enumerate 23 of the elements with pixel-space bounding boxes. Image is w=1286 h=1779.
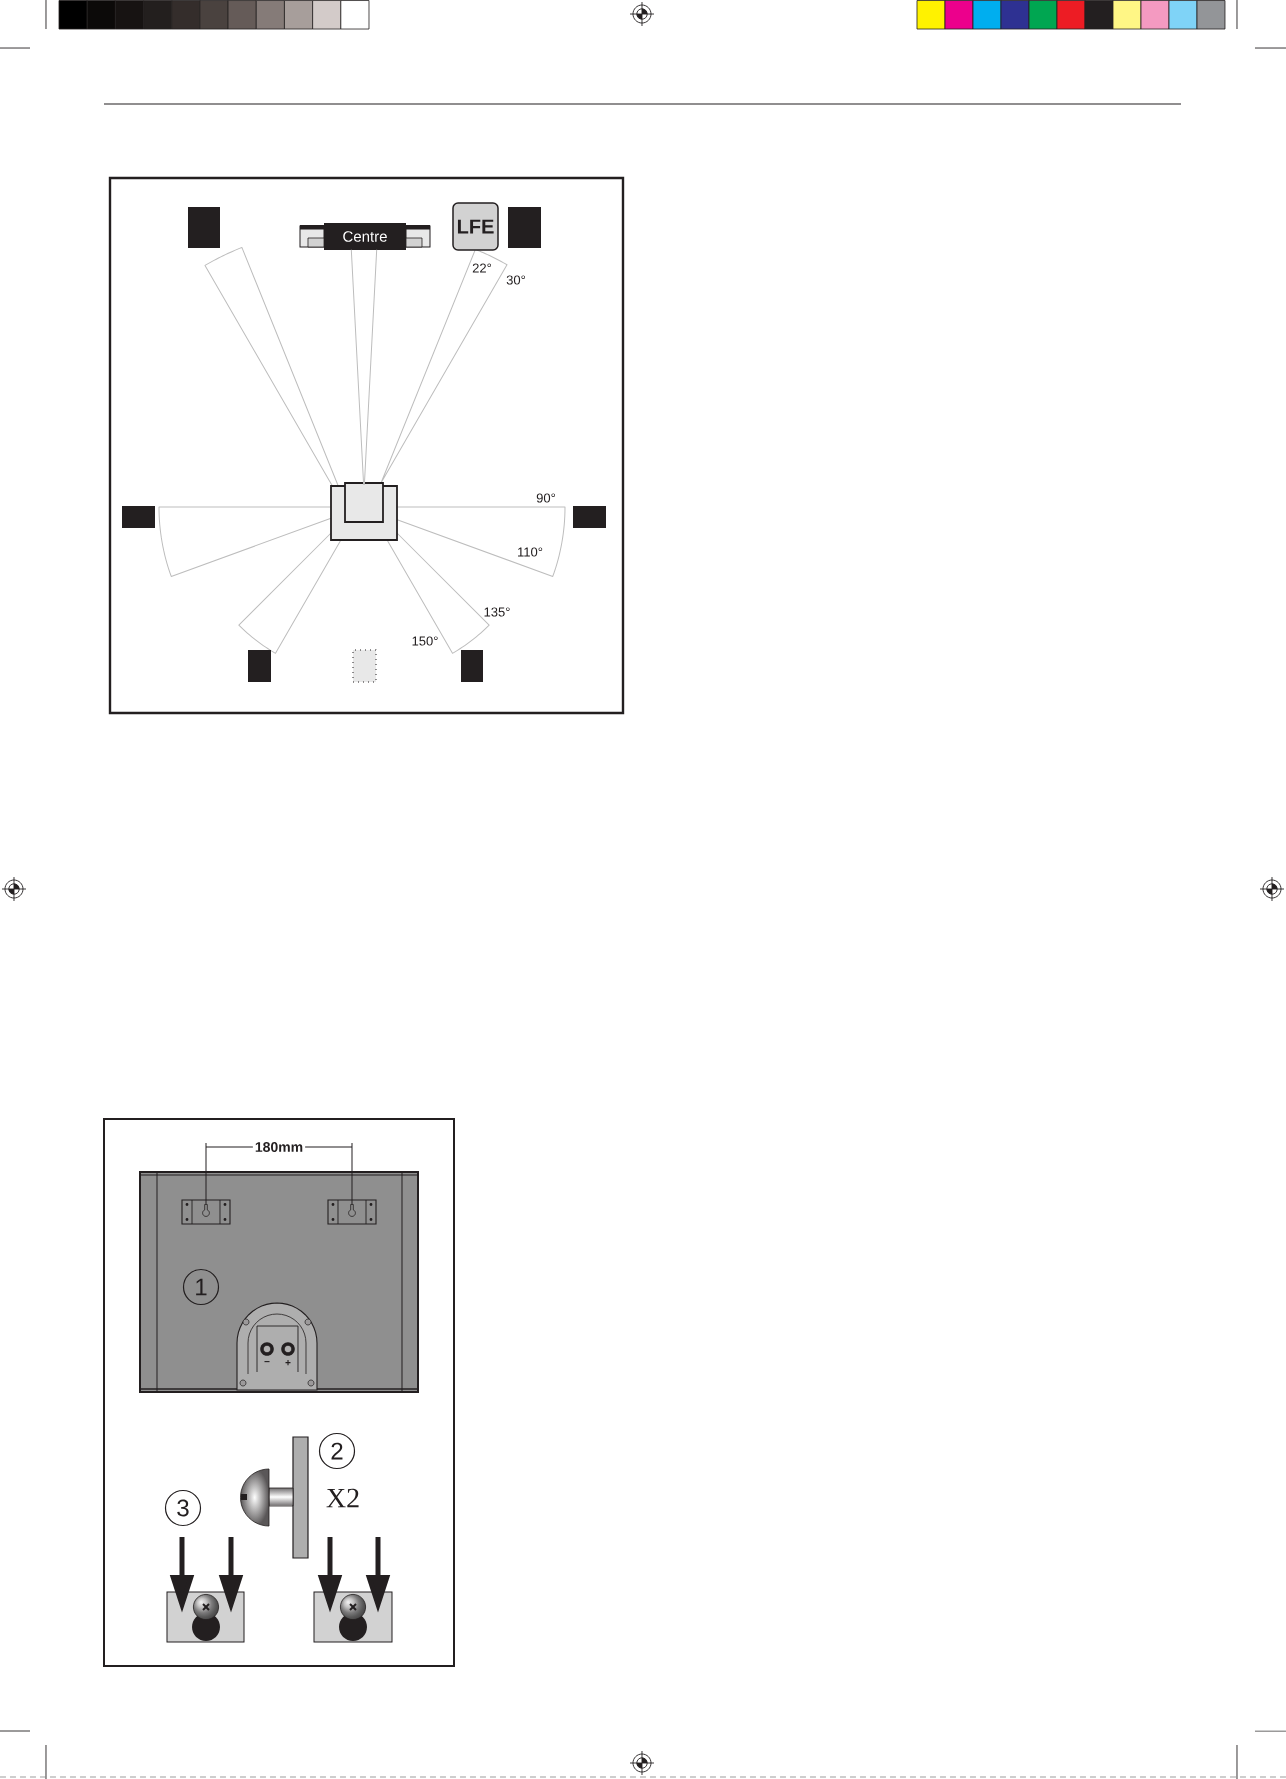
centre-speaker: Centre bbox=[299, 223, 431, 250]
listener-seat bbox=[330, 482, 398, 541]
polarity-sign: + bbox=[285, 1360, 291, 1366]
dotted-speaker-box bbox=[352, 649, 377, 683]
angle-label: 22° bbox=[472, 263, 492, 273]
angle-label: 30° bbox=[506, 275, 526, 285]
subwoofer-box: LFE bbox=[452, 202, 499, 251]
callout-number: 3 bbox=[164, 1489, 202, 1527]
quantity-label: X2 bbox=[326, 1488, 359, 1508]
speaker-box bbox=[461, 650, 483, 682]
callout-number: 2 bbox=[318, 1432, 356, 1470]
speaker-box bbox=[122, 506, 155, 528]
dimension-label: 180mm bbox=[252, 1140, 306, 1154]
polarity-sign: − bbox=[264, 1361, 270, 1363]
angle-label: 135° bbox=[484, 607, 510, 617]
speaker-box bbox=[188, 207, 220, 248]
angle-label: 150° bbox=[412, 636, 438, 646]
speaker-box bbox=[508, 207, 541, 248]
speaker-box bbox=[248, 650, 271, 682]
angle-label: 110° bbox=[518, 547, 543, 557]
callout-number: 1 bbox=[182, 1268, 220, 1306]
angle-label: 90° bbox=[536, 493, 556, 503]
speaker-box bbox=[573, 506, 606, 528]
